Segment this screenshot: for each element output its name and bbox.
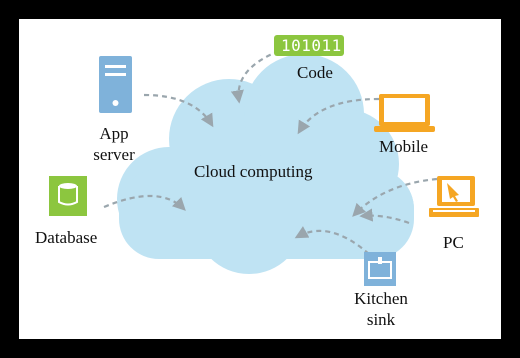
code-label: Code xyxy=(297,63,333,82)
diagram-frame: 101011 Code App server Mobile Cloud comp… xyxy=(19,19,501,339)
server-icon xyxy=(99,56,132,113)
diagram-canvas xyxy=(49,35,479,286)
cloud-computing-label: Cloud computing xyxy=(194,162,313,181)
code-badge-text: 101011 xyxy=(281,36,342,55)
kitchen-sink-label-line1: Kitchen xyxy=(354,289,408,308)
arrows xyxy=(103,49,438,255)
laptop-icon xyxy=(374,94,435,132)
arrow-mobile-to-cloud xyxy=(297,97,380,135)
arrow-code-to-cloud xyxy=(230,49,280,104)
database-icon xyxy=(49,176,87,216)
binary-code-icon xyxy=(274,35,344,56)
arrow-pc-to-cloud-2 xyxy=(359,208,410,225)
arrow-server-to-cloud xyxy=(143,93,214,128)
kitchen-sink-label-line2: sink xyxy=(366,310,396,329)
desktop-pc-icon xyxy=(429,176,479,217)
sink-icon xyxy=(364,252,396,286)
arrow-sink-to-cloud xyxy=(294,226,370,255)
app-server-label-line2: server xyxy=(93,145,135,164)
arrow-database-to-cloud xyxy=(103,194,186,211)
database-label: Database xyxy=(35,228,98,247)
mobile-label: Mobile xyxy=(379,137,429,156)
app-server-label-line1: App xyxy=(99,124,129,143)
pc-label: PC xyxy=(443,233,464,252)
